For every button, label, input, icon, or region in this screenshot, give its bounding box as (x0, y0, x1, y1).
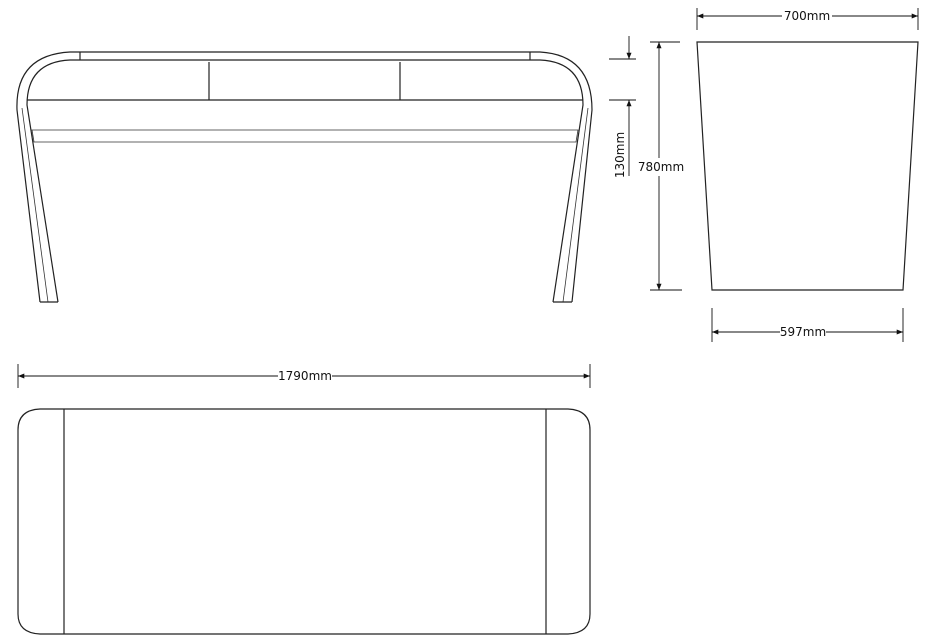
side-outline (696, 41, 919, 291)
drawer-height-label: 130mm (613, 132, 627, 178)
depth-bottom-label: 597mm (780, 325, 826, 339)
front-view (16, 51, 593, 303)
shelf (31, 129, 579, 143)
height-label: 780mm (638, 160, 684, 174)
frame-inner (26, 59, 584, 303)
width-label: 1790mm (278, 369, 332, 383)
top-view: 1790mm (17, 364, 591, 635)
depth-top-label: 700mm (784, 9, 830, 23)
frame-outer (16, 51, 593, 303)
top-outline (17, 408, 591, 635)
side-view: 700mm 597mm 780mm 130mm (609, 8, 919, 342)
